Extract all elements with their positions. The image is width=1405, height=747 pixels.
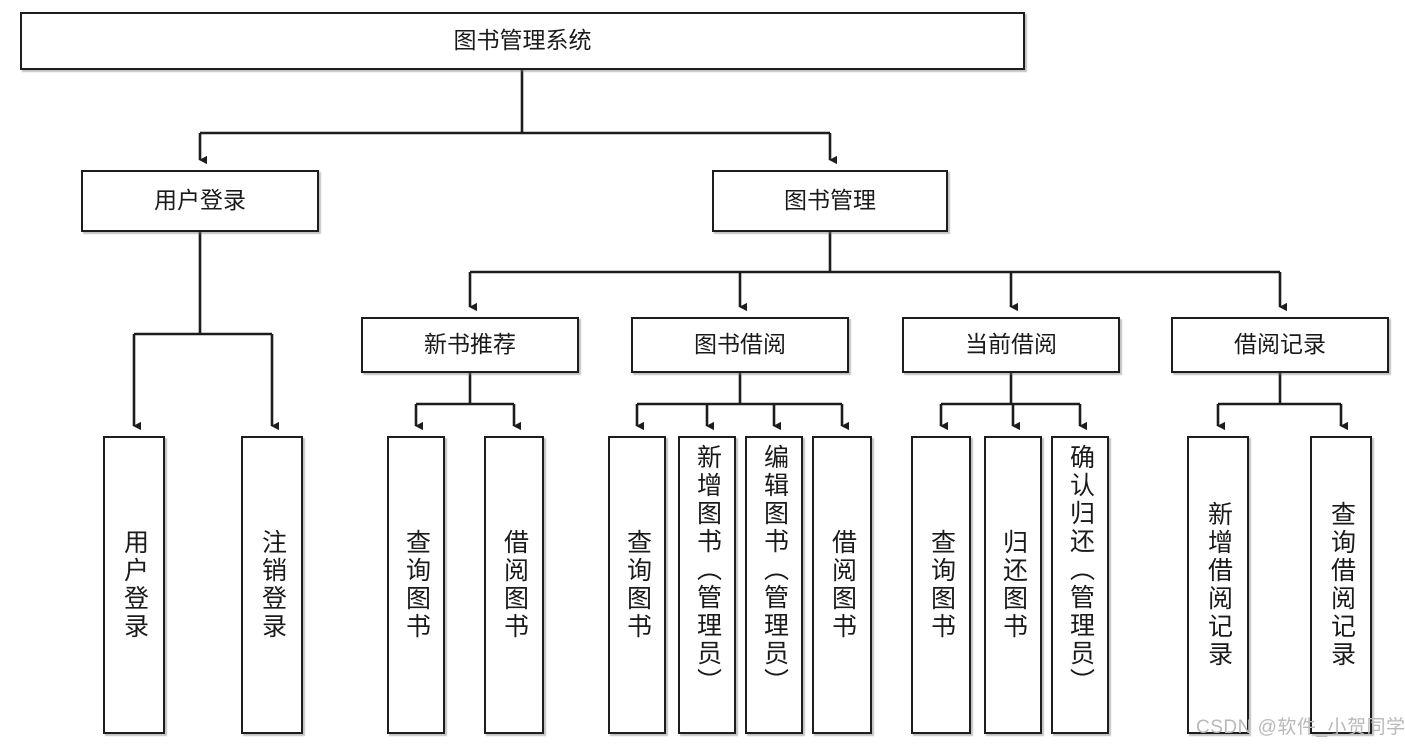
- leaf-node[interactable]: 新增借阅记录: [1187, 436, 1249, 734]
- node-current-borrow-label: 当前借阅: [965, 331, 1057, 358]
- leaf-node-label: 归还图书: [999, 529, 1028, 641]
- leaf-node[interactable]: 查询借阅记录: [1310, 436, 1372, 734]
- csdn-watermark: CSDN @软件_小贺同学: [1196, 717, 1405, 738]
- leaf-node-label: 注销登录: [258, 529, 287, 641]
- node-book-management[interactable]: 图书管理: [712, 170, 948, 232]
- leaf-node[interactable]: 借阅图书: [812, 436, 872, 734]
- node-book-borrow-label: 图书借阅: [694, 331, 786, 358]
- node-user-login[interactable]: 用户登录: [81, 170, 319, 232]
- node-user-login-label: 用户登录: [154, 187, 246, 214]
- leaf-node-label: 查询图书: [623, 529, 652, 641]
- node-borrow-record-label: 借阅记录: [1234, 331, 1326, 358]
- leaf-node[interactable]: 编辑图书（管理员）: [745, 436, 803, 734]
- leaf-node[interactable]: 借阅图书: [484, 436, 544, 734]
- leaf-node-label: 编辑图书（管理员）: [760, 444, 789, 696]
- leaf-node[interactable]: 归还图书: [984, 436, 1042, 734]
- leaf-node[interactable]: 注销登录: [241, 436, 303, 734]
- node-root[interactable]: 图书管理系统: [20, 12, 1025, 70]
- leaf-node-label: 借阅图书: [500, 529, 529, 641]
- node-current-borrow[interactable]: 当前借阅: [902, 317, 1120, 373]
- leaf-node-label: 新增图书（管理员）: [693, 444, 722, 696]
- node-borrow-record[interactable]: 借阅记录: [1171, 317, 1389, 373]
- node-new-book-recommend-label: 新书推荐: [424, 331, 516, 358]
- node-new-book-recommend[interactable]: 新书推荐: [361, 317, 579, 373]
- node-book-borrow[interactable]: 图书借阅: [631, 317, 849, 373]
- leaf-node-label: 查询图书: [927, 529, 956, 641]
- node-book-management-label: 图书管理: [784, 187, 876, 214]
- leaf-node-label: 新增借阅记录: [1204, 501, 1233, 669]
- leaf-node[interactable]: 新增图书（管理员）: [678, 436, 736, 734]
- leaf-node[interactable]: 用户登录: [103, 436, 165, 734]
- leaf-node[interactable]: 查询图书: [608, 436, 666, 734]
- leaf-node[interactable]: 确认归还（管理员）: [1051, 436, 1109, 734]
- leaf-node-label: 查询借阅记录: [1327, 501, 1356, 669]
- leaf-node-label: 确认归还（管理员）: [1066, 444, 1095, 696]
- node-root-label: 图书管理系统: [453, 27, 592, 54]
- leaf-node[interactable]: 查询图书: [911, 436, 971, 734]
- leaf-node-label: 查询图书: [402, 529, 431, 641]
- leaf-node-label: 用户登录: [120, 529, 149, 641]
- leaf-node[interactable]: 查询图书: [387, 436, 445, 734]
- leaf-node-label: 借阅图书: [828, 529, 857, 641]
